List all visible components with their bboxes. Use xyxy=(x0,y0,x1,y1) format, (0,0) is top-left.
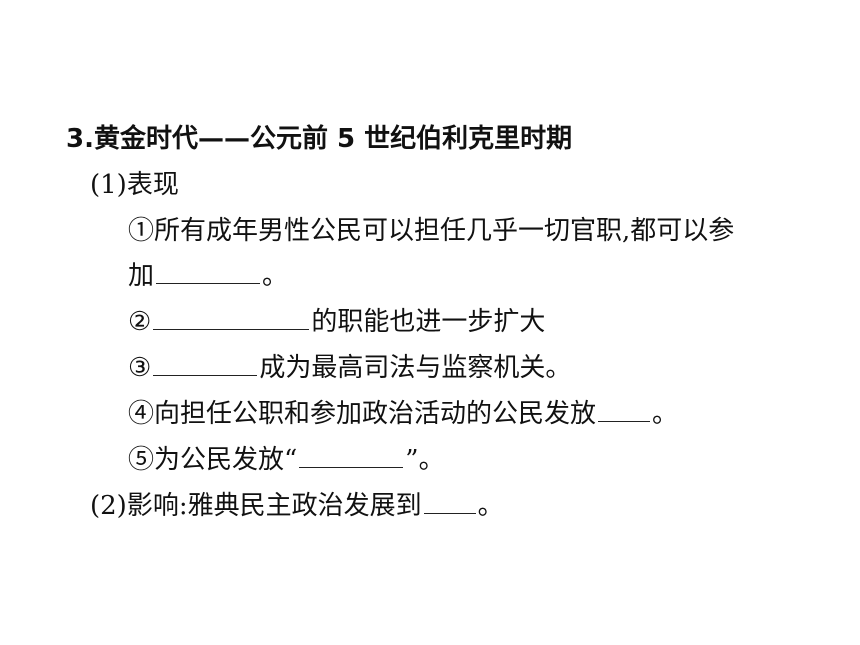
item-2-suffix: 的职能也进一步扩大 xyxy=(311,307,546,337)
influence-suffix: 。 xyxy=(477,491,504,521)
section-heading: 3.黄金时代——公元前 5 世纪伯利克里时期 xyxy=(66,124,573,154)
item-4: ④向担任公职和参加政治活动的公民发放 。 xyxy=(128,397,678,431)
item-5: ⑤为公民发放“ ”。 xyxy=(128,443,445,477)
item-2: ② 的职能也进一步扩大 xyxy=(128,305,545,339)
item-5-suffix: ”。 xyxy=(405,445,445,475)
item-1-line-2: 加。 xyxy=(128,259,288,293)
subsection-influence: (2)影响:雅典民主政治发展到 。 xyxy=(90,489,504,523)
item-4-suffix: 。 xyxy=(652,399,679,429)
item-5-prefix: ⑤为公民发放“ xyxy=(128,445,298,475)
item-3-suffix: 成为最高司法与监察机关。 xyxy=(259,353,572,383)
influence-prefix: (2)影响:雅典民主政治发展到 xyxy=(90,491,422,521)
item-2-prefix: ② xyxy=(128,307,152,337)
blank-field-5[interactable] xyxy=(299,443,404,468)
item-4-prefix: ④向担任公职和参加政治活动的公民发放 xyxy=(128,399,597,429)
item-1-prefix: 加 xyxy=(128,261,155,291)
subsection-label-performance: (1)表现 xyxy=(90,170,179,200)
item-3-prefix: ③ xyxy=(128,353,152,383)
blank-field-6[interactable] xyxy=(423,489,476,514)
item-3: ③ 成为最高司法与监察机关。 xyxy=(128,351,571,385)
blank-field-2[interactable] xyxy=(153,305,310,330)
blank-field-4[interactable] xyxy=(598,397,651,422)
blank-field-1[interactable] xyxy=(156,259,261,284)
item-1-suffix: 。 xyxy=(262,261,289,291)
item-1-line-1: ①所有成年男性公民可以担任几乎一切官职,都可以参 xyxy=(128,216,735,246)
blank-field-3[interactable] xyxy=(153,351,258,376)
